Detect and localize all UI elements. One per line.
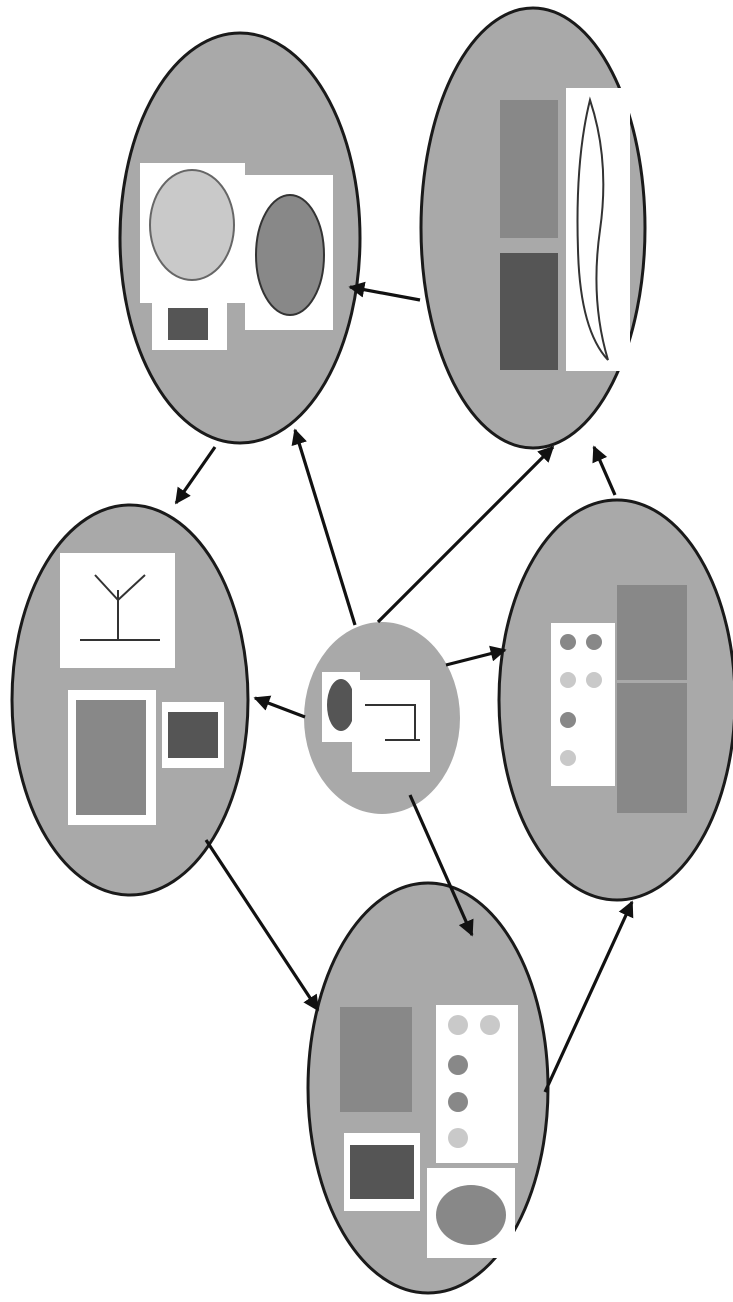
tree-icon: [80, 574, 160, 641]
plate-dot-1: [448, 1015, 468, 1035]
edge-top-left-to-middle-left: [174, 446, 217, 505]
dot-5: [560, 712, 576, 728]
dot-2: [586, 634, 602, 650]
thumbnails-center: [322, 672, 430, 772]
edge-top-right-to-top-left: [348, 281, 421, 302]
thumbnails-bottom: [340, 1005, 518, 1258]
dot-4: [586, 672, 602, 688]
dot-3: [560, 672, 576, 688]
plate-dot-5: [448, 1128, 468, 1148]
thumbnails-top-right: [500, 88, 630, 371]
dot-1: [560, 634, 576, 650]
edge-center-to-middle-left: [253, 695, 306, 719]
specimen-outline: [576, 96, 609, 361]
edge-center-to-top-left: [291, 428, 357, 626]
thumbnail-tool-sketch: [352, 680, 430, 772]
edges: [174, 281, 634, 1093]
thumbnails-top-left: [140, 163, 333, 350]
plate-dot-2: [480, 1015, 500, 1035]
thumbnail-photo-a: [500, 100, 558, 238]
scene-photo: [168, 712, 218, 758]
object-icon: [168, 308, 208, 340]
ring-icon: [327, 679, 355, 731]
device-photo: [350, 1145, 414, 1199]
plate-dot-4: [448, 1092, 468, 1112]
cat-icon: [255, 194, 325, 316]
shell-icon: [436, 1185, 506, 1245]
sculpture-photo: [76, 700, 146, 815]
dot-6: [560, 750, 576, 766]
thumbnail-photo-b: [500, 253, 558, 370]
thumbnail-portrait-photo: [340, 1007, 412, 1112]
thumbnail-dot-chart: [551, 623, 615, 786]
thumbnails-middle-left: [60, 553, 224, 825]
plate-dot-3: [448, 1055, 468, 1075]
thumbnails-middle-right: [551, 585, 687, 813]
tool-icon: [365, 704, 420, 741]
edge-center-to-top-right: [376, 445, 555, 624]
edge-middle-left-to-bottom: [204, 839, 320, 1012]
thumbnail-textured-photo-a: [617, 585, 687, 680]
edge-center-to-middle-right: [445, 645, 507, 667]
edge-center-to-bottom: [408, 794, 474, 937]
edge-bottom-to-middle-right: [543, 900, 634, 1093]
dog-icon: [149, 169, 235, 281]
thumbnail-textured-photo-b: [617, 683, 687, 813]
edge-middle-right-to-top-right: [592, 445, 617, 496]
node-middle-right: [497, 498, 733, 902]
